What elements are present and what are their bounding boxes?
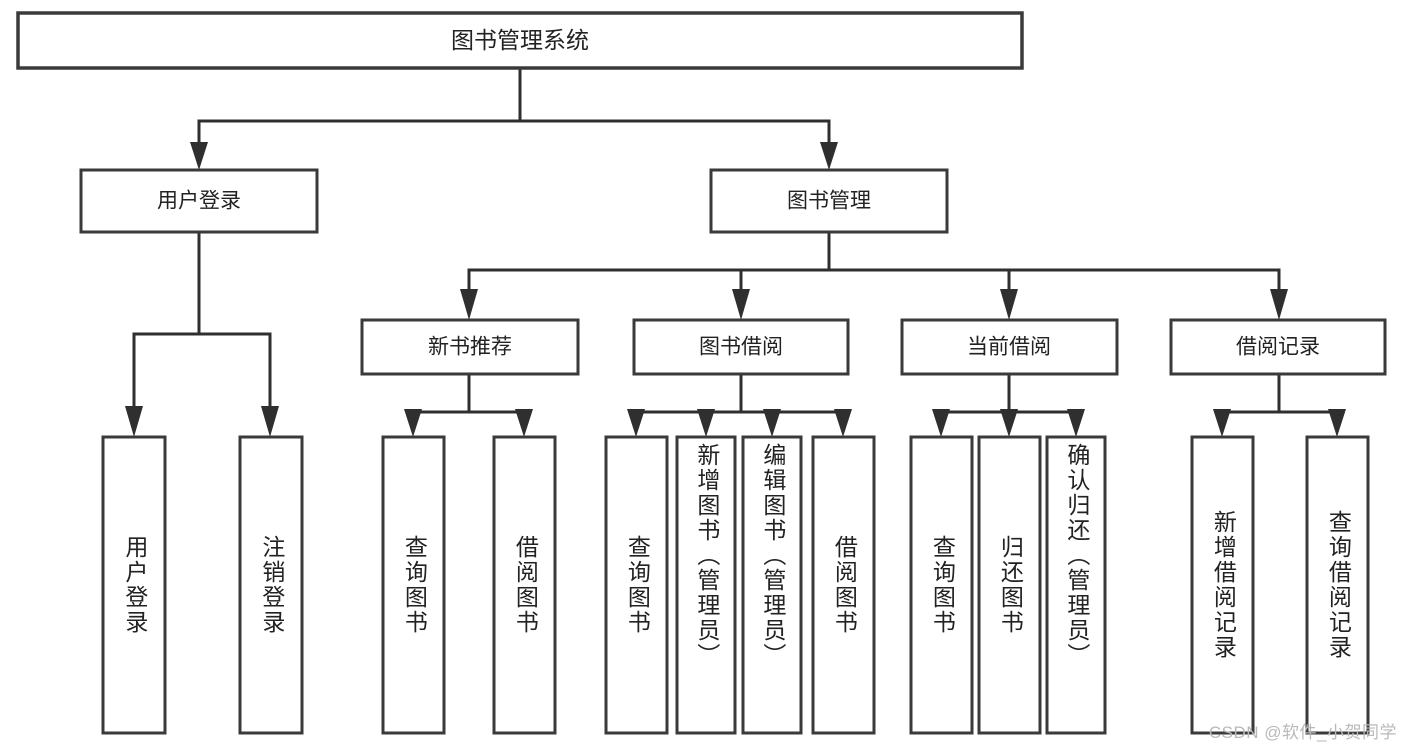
arrow-head-book-borrow-leaf-1 <box>627 409 645 437</box>
node-book-borrow[interactable]: 图书借阅 <box>632 318 850 376</box>
node-new-book-recommend[interactable]: 新书推荐 <box>360 318 580 376</box>
node-book-borrow-label: 图书借阅 <box>699 336 783 359</box>
arrow-head-user-login <box>190 142 208 170</box>
node-current-borrow-box[interactable] <box>900 318 1119 376</box>
arrow-head-leaf-user-login <box>125 406 143 437</box>
connector-group-borrow-record-children <box>1213 372 1346 437</box>
leaf-box-borrow-book-recommend[interactable] <box>492 435 557 735</box>
arrow-head-current-borrow-leaf-1 <box>932 409 950 437</box>
leaf-boxes <box>101 435 1370 735</box>
connector-group-book-mgmt <box>460 230 1288 320</box>
connector-group-new-book-children <box>404 372 533 437</box>
leaf-box-query-book-current[interactable] <box>909 435 974 735</box>
node-borrow-record[interactable]: 借阅记录 <box>1169 318 1387 376</box>
arrow-head-new-book <box>460 289 478 320</box>
leaf-box-query-borrow-record[interactable] <box>1305 435 1370 735</box>
node-user-login[interactable]: 用户登录 <box>79 168 319 234</box>
connector-group-current-borrow-children <box>932 372 1085 437</box>
node-new-book-recommend-label: 新书推荐 <box>428 336 512 359</box>
connector-group-book-borrow-children <box>627 372 852 437</box>
leaf-box-borrow-book-borrow[interactable] <box>811 435 876 735</box>
arrow-head-book-borrow-leaf-4 <box>834 409 852 437</box>
watermark-text: CSDN @软件_小贺同学 <box>1208 723 1397 742</box>
arrow-head-current-borrow-leaf-2 <box>1000 409 1018 437</box>
node-new-book-recommend-box[interactable] <box>360 318 580 376</box>
arrow-head-book-mgmt <box>820 142 838 170</box>
node-user-login-label: 用户登录 <box>157 190 241 213</box>
leaf-box-return-book[interactable] <box>977 435 1042 735</box>
node-root-label: 图书管理系统 <box>451 27 589 53</box>
arrow-head-book-borrow-leaf-3 <box>763 409 781 437</box>
arrow-head-new-book-leaf-1 <box>404 409 422 437</box>
node-current-borrow[interactable]: 当前借阅 <box>900 318 1119 376</box>
arrow-head-book-borrow <box>732 289 750 320</box>
leaf-box-add-book-admin[interactable] <box>675 435 737 735</box>
leaf-box-logout-login[interactable] <box>238 435 304 735</box>
leaf-box-confirm-return-admin[interactable] <box>1045 435 1107 735</box>
node-borrow-record-box[interactable] <box>1169 318 1387 376</box>
arrow-head-borrow-record <box>1270 289 1288 320</box>
arrow-head-current-borrow <box>1000 289 1018 320</box>
arrow-head-new-book-leaf-2 <box>515 409 533 437</box>
node-book-management-box[interactable] <box>709 168 949 234</box>
connector-group-user-login <box>125 230 279 437</box>
leaf-box-add-borrow-record[interactable] <box>1190 435 1255 735</box>
node-user-login-box[interactable] <box>79 168 319 234</box>
node-root-box[interactable] <box>16 11 1024 70</box>
arrow-head-book-borrow-leaf-2 <box>697 409 715 437</box>
connector-group-root <box>190 66 838 170</box>
node-book-management[interactable]: 图书管理 <box>709 168 949 234</box>
node-root[interactable]: 图书管理系统 <box>16 11 1024 70</box>
node-borrow-record-label: 借阅记录 <box>1236 336 1320 359</box>
leaf-box-query-book-borrow[interactable] <box>604 435 669 735</box>
node-book-management-label: 图书管理 <box>787 190 871 213</box>
leaf-box-query-book-recommend[interactable] <box>381 435 446 735</box>
leaf-box-edit-book-admin[interactable] <box>741 435 803 735</box>
node-book-borrow-box[interactable] <box>632 318 850 376</box>
arrow-head-current-borrow-leaf-3 <box>1067 409 1085 437</box>
arrow-head-borrow-record-leaf-2 <box>1328 409 1346 437</box>
leaf-box-user-login[interactable] <box>101 435 167 735</box>
node-current-borrow-label: 当前借阅 <box>967 336 1051 359</box>
arrow-head-leaf-logout <box>261 406 279 437</box>
arrow-head-borrow-record-leaf-1 <box>1213 409 1231 437</box>
